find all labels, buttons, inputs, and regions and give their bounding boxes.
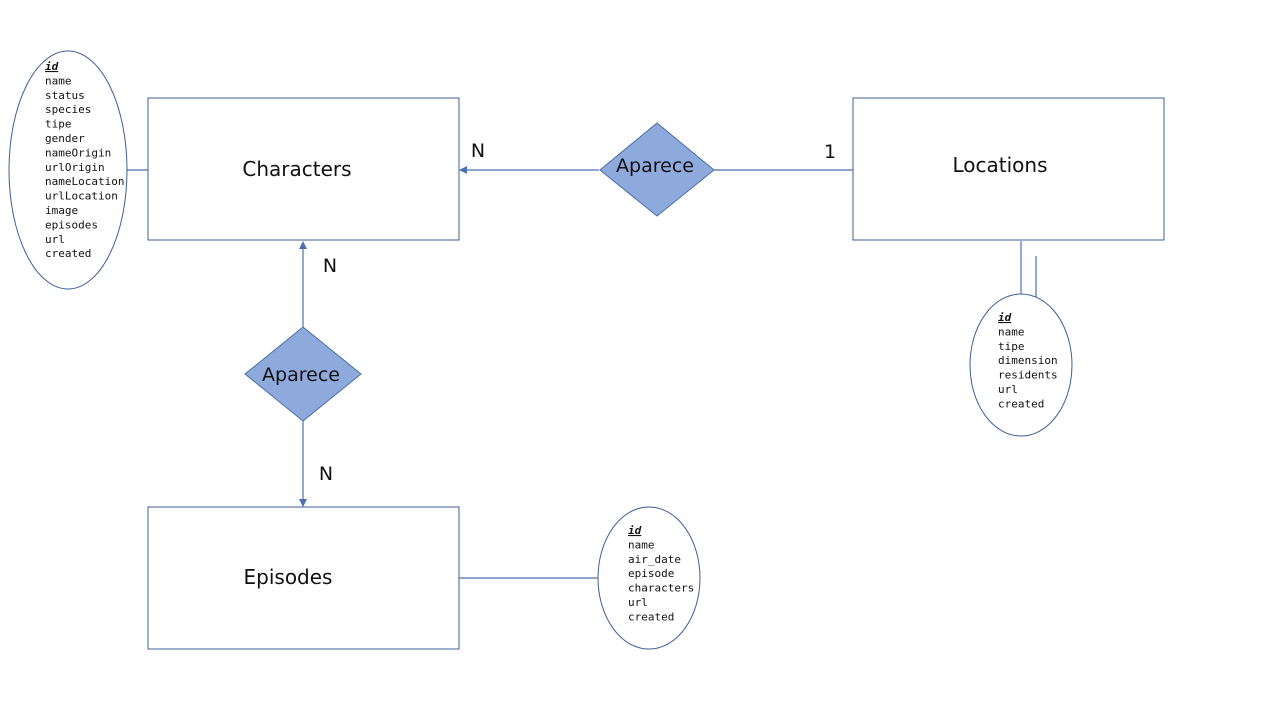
locations-attribute-dimension: dimension bbox=[998, 354, 1058, 367]
relationship-locations-characters-diamond bbox=[599, 122, 715, 217]
characters-attribute-urllocation: urlLocation bbox=[45, 190, 118, 203]
characters-attribute-tipe: tipe bbox=[45, 118, 72, 131]
characters-attribute-name: name bbox=[45, 74, 72, 87]
cardinality-characters-locations-rel: N bbox=[471, 140, 485, 162]
episodes-attribute-id: id bbox=[628, 524, 642, 537]
attributes-characters-ellipse bbox=[8, 50, 128, 290]
episodes-attribute-episode: episode bbox=[628, 567, 674, 580]
attributes-episodes-ellipse bbox=[597, 506, 701, 650]
episodes-attribute-air-date: air_date bbox=[628, 553, 681, 566]
episodes-attribute-url: url bbox=[628, 596, 648, 609]
characters-attribute-namelocation: nameLocation bbox=[45, 175, 124, 188]
locations-attribute-residents: residents bbox=[998, 369, 1058, 382]
relationship-locations-characters-label: Aparece bbox=[616, 155, 694, 177]
cardinality-locations: 1 bbox=[824, 141, 836, 163]
entity-episodes-label: Episodes bbox=[244, 565, 333, 589]
entity-locations[interactable]: Locations bbox=[852, 97, 1165, 241]
relationship-characters-episodes-diamond bbox=[244, 326, 362, 422]
cardinality-episodes: N bbox=[319, 463, 333, 485]
characters-attribute-image: image bbox=[45, 204, 78, 217]
attributes-locations-ellipse bbox=[969, 293, 1073, 437]
characters-attribute-status: status bbox=[45, 89, 85, 102]
entity-locations-box bbox=[852, 97, 1165, 241]
locations-attribute-tipe: tipe bbox=[998, 340, 1025, 353]
episodes-attribute-characters: characters bbox=[628, 582, 694, 595]
entity-episodes-box bbox=[147, 506, 460, 650]
characters-attribute-created: created bbox=[45, 247, 91, 260]
characters-attribute-urlorigin: urlOrigin bbox=[45, 161, 105, 174]
locations-attribute-url: url bbox=[998, 383, 1018, 396]
entity-locations-label: Locations bbox=[952, 153, 1047, 177]
locations-attribute-name: name bbox=[998, 325, 1025, 338]
characters-attribute-species: species bbox=[45, 103, 91, 116]
entity-characters-box bbox=[147, 97, 460, 241]
episodes-attribute-created: created bbox=[628, 610, 674, 623]
relationship-locations-characters[interactable]: Aparece bbox=[599, 122, 715, 217]
characters-attribute-id: id bbox=[45, 60, 59, 73]
relationship-characters-episodes-label: Aparece bbox=[262, 364, 340, 386]
characters-attribute-url: url bbox=[45, 233, 65, 246]
locations-attribute-id: id bbox=[998, 311, 1012, 324]
cardinality-characters-episodes-rel: N bbox=[323, 255, 337, 277]
entity-characters-label: Characters bbox=[242, 157, 351, 181]
characters-attribute-nameorigin: nameOrigin bbox=[45, 146, 111, 159]
entity-characters[interactable]: Characters bbox=[147, 97, 460, 241]
entity-episodes[interactable]: Episodes bbox=[147, 506, 460, 650]
characters-attribute-gender: gender bbox=[45, 132, 85, 145]
locations-attribute-created: created bbox=[998, 397, 1044, 410]
relationship-characters-episodes[interactable]: Aparece bbox=[244, 326, 362, 422]
episodes-attribute-name: name bbox=[628, 538, 655, 551]
characters-attribute-episodes: episodes bbox=[45, 218, 98, 231]
